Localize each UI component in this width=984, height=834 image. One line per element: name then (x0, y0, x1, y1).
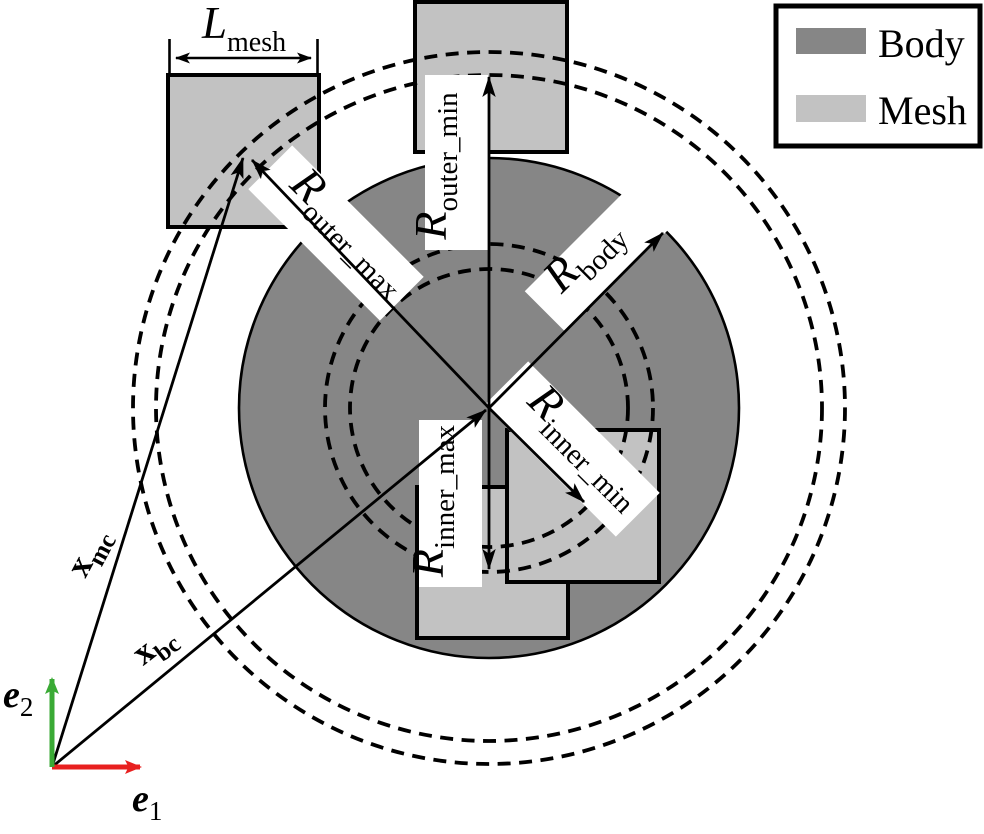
legend-swatch-body (796, 28, 866, 54)
circle-r-outer-max (131, 50, 847, 766)
label-e2: e2 (3, 674, 33, 722)
label-box-r-inner-max (419, 420, 482, 587)
legend-label-body: Body (878, 21, 965, 66)
r-inner-min-arrow (488, 407, 585, 503)
legend: Body Mesh (773, 3, 983, 149)
label-r-inner-max: Rinner_max (402, 424, 461, 578)
label-e1: e1 (132, 778, 162, 826)
legend-label-mesh: Mesh (878, 88, 967, 133)
r-body-arrow (488, 232, 664, 409)
label-box-r-outer-max (248, 145, 424, 321)
label-x-bc: xbc (124, 615, 186, 677)
circle-r-inner-max (323, 242, 655, 574)
legend-swatch-mesh (796, 95, 866, 122)
label-r-outer-min: Router_min (405, 92, 464, 241)
circle-r-outer-min (154, 73, 824, 743)
label-box-r-inner-min (484, 361, 660, 537)
label-box-r-outer-min (425, 75, 488, 250)
vector-x-bc-arrow (51, 408, 487, 769)
label-l-mesh: Lmesh (201, 0, 286, 58)
label-box-r-body (524, 183, 674, 333)
vector-x-mc-arrow (50, 157, 245, 768)
r-outer-max-arrow (250, 159, 491, 409)
